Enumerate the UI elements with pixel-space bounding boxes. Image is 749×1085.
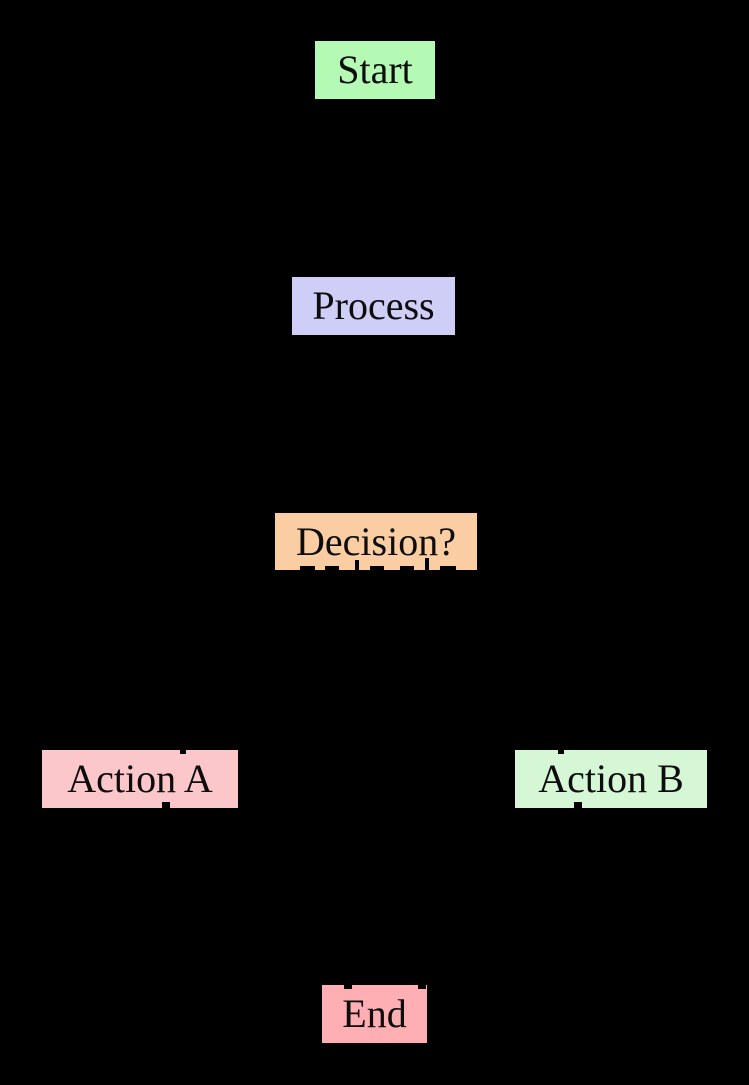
node-action-b-label: Action B	[538, 756, 684, 801]
arrowhead-artifact	[180, 750, 186, 754]
arrow-artifact	[355, 560, 359, 570]
arrow-artifact	[425, 558, 429, 570]
arrow-artifact	[574, 802, 582, 808]
arrow-artifact	[162, 802, 170, 808]
arrow-artifact	[400, 566, 414, 570]
flowchart-node-action-a: Action A	[42, 750, 238, 808]
flowchart-node-process: Process	[292, 277, 455, 335]
arrowhead-artifact	[558, 750, 564, 754]
node-start-label: Start	[337, 47, 413, 92]
arrow-artifact	[325, 566, 339, 570]
arrow-artifact	[370, 566, 384, 570]
flowchart-node-action-b: Action B	[515, 750, 707, 808]
flowchart-node-start: Start	[315, 41, 435, 99]
arrow-artifact	[440, 566, 456, 570]
node-decision-label: Decision?	[296, 518, 456, 564]
arrowhead-artifact	[418, 985, 426, 989]
arrow-artifact	[300, 566, 315, 570]
flowchart-node-end: End	[322, 985, 427, 1043]
arrowhead-artifact	[344, 985, 352, 989]
node-end-label: End	[342, 991, 407, 1036]
node-action-a-label: Action A	[67, 756, 213, 801]
flowchart-node-decision: Decision?	[275, 513, 477, 570]
node-process-label: Process	[312, 283, 435, 328]
